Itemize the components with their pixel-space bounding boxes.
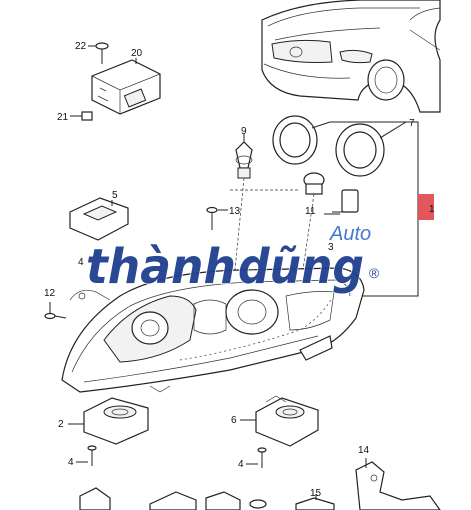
watermark-registered: ® (369, 265, 380, 281)
ballast-5 (69, 197, 129, 241)
watermark-brand-accent: dũng (238, 239, 364, 295)
callout-21: 21 (57, 112, 69, 123)
callout-5: 5 (112, 190, 118, 201)
cover-cap-7b (335, 123, 385, 177)
cover-cap-7a (272, 115, 318, 165)
watermark-brand-main: thành (86, 239, 236, 295)
screw-22 (95, 42, 109, 64)
control-unit-20 (91, 59, 161, 115)
bulb-9 (235, 134, 253, 179)
car-illustration (261, 0, 441, 113)
screw-13 (206, 206, 228, 230)
xenon-bulb-3 (324, 189, 359, 215)
mount-bracket (69, 289, 111, 301)
control-module-2 (68, 397, 149, 445)
callout-4c: 4 (238, 459, 244, 470)
bottom-bracket-14 (355, 458, 441, 510)
callout-11: 11 (305, 206, 316, 217)
screw-12 (44, 302, 67, 320)
callout-12: 12 (44, 288, 56, 299)
bottom-parts (79, 487, 335, 510)
screw-4b (76, 445, 97, 466)
screw-4c (246, 447, 267, 468)
watermark-suffix: Auto (329, 223, 371, 245)
marker-red (418, 194, 434, 220)
callout-3: 3 (328, 242, 334, 253)
headlamp-1 (61, 267, 365, 393)
callout-14: 14 (358, 445, 370, 456)
callout-20: 20 (131, 48, 143, 59)
callout-13: 13 (229, 206, 241, 217)
callout-2: 2 (58, 419, 64, 430)
callout-22: 22 (75, 41, 87, 52)
callout-1: 1 (429, 204, 435, 215)
callout-labels: 22 20 21 9 7 5 13 11 1 3 4 12 2 6 4 4 14… (44, 41, 435, 499)
callout-4a: 4 (78, 257, 84, 268)
callout-9: 9 (241, 126, 247, 137)
callout-4b: 4 (68, 457, 74, 468)
callout-15: 15 (310, 488, 322, 499)
callout-7: 7 (409, 118, 415, 129)
control-module-6 (240, 395, 319, 447)
brand-watermark: thành dũng Auto ® (85, 223, 380, 296)
callout-6: 6 (231, 415, 237, 426)
bulb-11 (303, 172, 325, 195)
clip-21 (81, 111, 93, 121)
